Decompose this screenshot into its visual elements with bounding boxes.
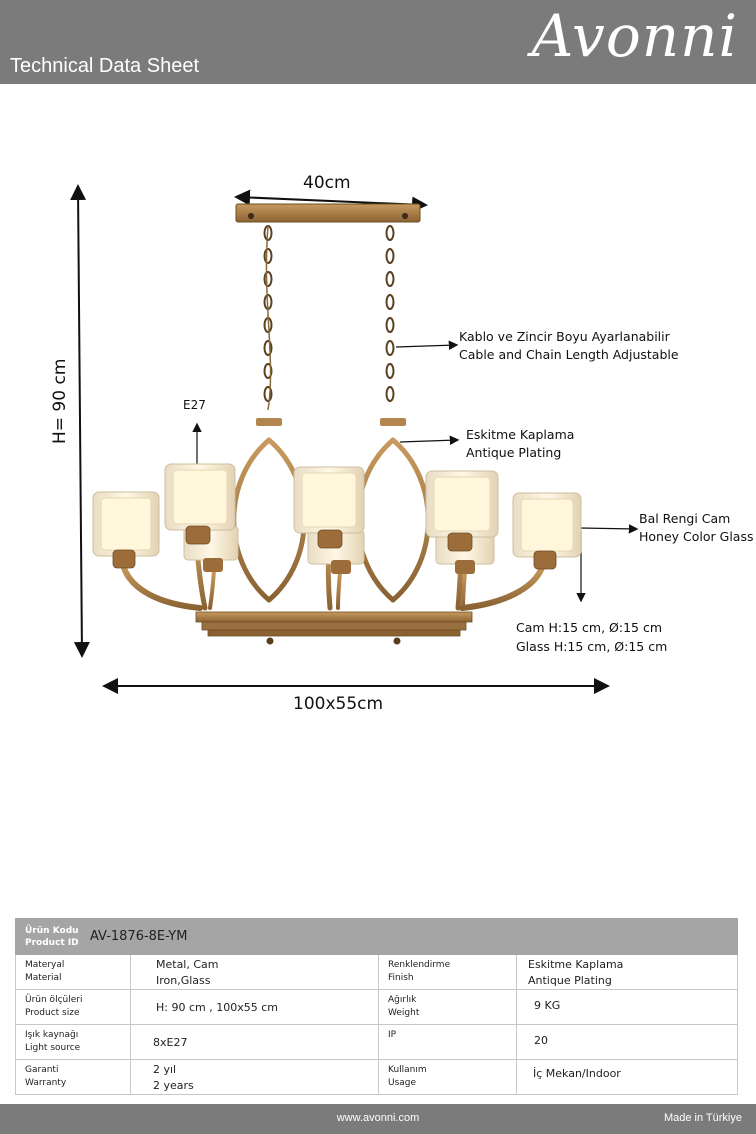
row-key-tr: IP xyxy=(388,1030,397,1040)
page-title: Technical Data Sheet xyxy=(10,55,200,77)
suspension-chains xyxy=(263,225,395,411)
row-key-en: Weight xyxy=(388,1008,420,1018)
socket-cups xyxy=(112,525,557,570)
footer-band: www.avonni.com Made in Türkiye xyxy=(0,1104,756,1134)
row-value-a: 9 KG xyxy=(534,999,561,1012)
footer-website-link[interactable]: www.avonni.com xyxy=(336,1112,420,1124)
glass-callout-en: Honey Color Glass xyxy=(639,529,754,544)
brand-logo: Avonni xyxy=(531,2,738,70)
spec-table: Ürün Kodu Product ID AV-1876-8E-YM Mater… xyxy=(15,918,739,1095)
row-value-a: 8xE27 xyxy=(153,1036,188,1049)
base-tray xyxy=(195,611,473,645)
product-id-value: AV-1876-8E-YM xyxy=(90,929,188,944)
row-value-a: H: 90 cm , 100x55 cm xyxy=(156,1001,278,1014)
row-key-tr: Ağırlık xyxy=(388,995,417,1005)
plating-callout-arrow xyxy=(399,435,460,446)
row-key-tr: Işık kaynağı xyxy=(25,1030,79,1040)
row-value-a: İç Mekan/Indoor xyxy=(533,1067,621,1080)
row-value-b: Iron,Glass xyxy=(156,974,211,987)
row-key-en: Light source xyxy=(25,1043,81,1053)
header-band: Technical Data Sheet Avonni xyxy=(0,0,756,84)
height-dimension-arrow xyxy=(70,184,90,658)
row-value-b: Antique Plating xyxy=(528,974,612,987)
row-key-tr: Materyal xyxy=(25,960,65,970)
cable-callout-en: Cable and Chain Length Adjustable xyxy=(459,347,679,362)
row-key-en: Usage xyxy=(388,1078,417,1088)
ceiling-canopy xyxy=(235,203,421,223)
plating-callout: Eskitme Kaplama Antique Plating xyxy=(466,426,574,462)
glass-callout: Bal Rengi Cam Honey Color Glass xyxy=(639,510,756,546)
footer-made-in: Made in Türkiye xyxy=(663,1112,742,1124)
row-key-tr: Garanti xyxy=(25,1065,59,1075)
chandelier-frame xyxy=(120,418,546,615)
width-dimension-label: 40cm xyxy=(303,173,351,193)
product-id-key-en: Product ID xyxy=(25,938,79,948)
product-id-value-cell: AV-1876-8E-YM xyxy=(90,918,739,955)
glass-size-tr: Cam H:15 cm, Ø:15 cm xyxy=(516,620,663,635)
cable-callout-arrow xyxy=(395,340,459,351)
cable-callout: Kablo ve Zincir Boyu Ayarlanabilir Cable… xyxy=(459,328,679,364)
height-dimension-label: H= 90 cm xyxy=(50,358,70,444)
row-key-tr: Ürün ölçüleri xyxy=(25,995,83,1005)
row-key-tr: Renklendirme xyxy=(388,960,451,970)
plating-callout-tr: Eskitme Kaplama xyxy=(466,427,575,442)
glass-size-callout: Cam H:15 cm, Ø:15 cm Glass H:15 cm, Ø:15… xyxy=(516,618,667,656)
product-id-key-tr: Ürün Kodu xyxy=(25,926,79,936)
glass-callout-tr: Bal Rengi Cam xyxy=(639,511,731,526)
socket-label: E27 xyxy=(183,398,206,412)
front-glass-shades xyxy=(92,463,582,558)
product-drawing: 40cm H= 90 cm 100x55cm E27 Kablo ve Zinc… xyxy=(0,84,756,904)
row-value-a: Eskitme Kaplama xyxy=(528,958,624,971)
product-id-key: Ürün Kodu Product ID xyxy=(15,918,131,955)
cable-callout-tr: Kablo ve Zincir Boyu Ayarlanabilir xyxy=(459,329,670,344)
row-value-a: Metal, Cam xyxy=(156,958,219,971)
row-value-a: 20 xyxy=(534,1034,548,1047)
row-value-b: 2 years xyxy=(153,1079,194,1092)
row-key-en: Product size xyxy=(25,1008,80,1018)
plating-callout-en: Antique Plating xyxy=(466,445,562,460)
glass-callout-arrow xyxy=(579,524,639,534)
product-id-row: Ürün Kodu Product ID AV-1876-8E-YM xyxy=(15,918,739,955)
row-key-en: Warranty xyxy=(25,1078,67,1088)
base-dimension-label: 100x55cm xyxy=(293,694,384,714)
glass-size-en: Glass H:15 cm, Ø:15 cm xyxy=(516,639,668,654)
row-key-tr: Kullanım xyxy=(388,1065,427,1075)
row-key-en: Material xyxy=(25,973,62,983)
row-key-en: Finish xyxy=(388,973,414,983)
chandelier-illustration xyxy=(70,184,639,694)
row-value-a: 2 yıl xyxy=(153,1063,177,1076)
